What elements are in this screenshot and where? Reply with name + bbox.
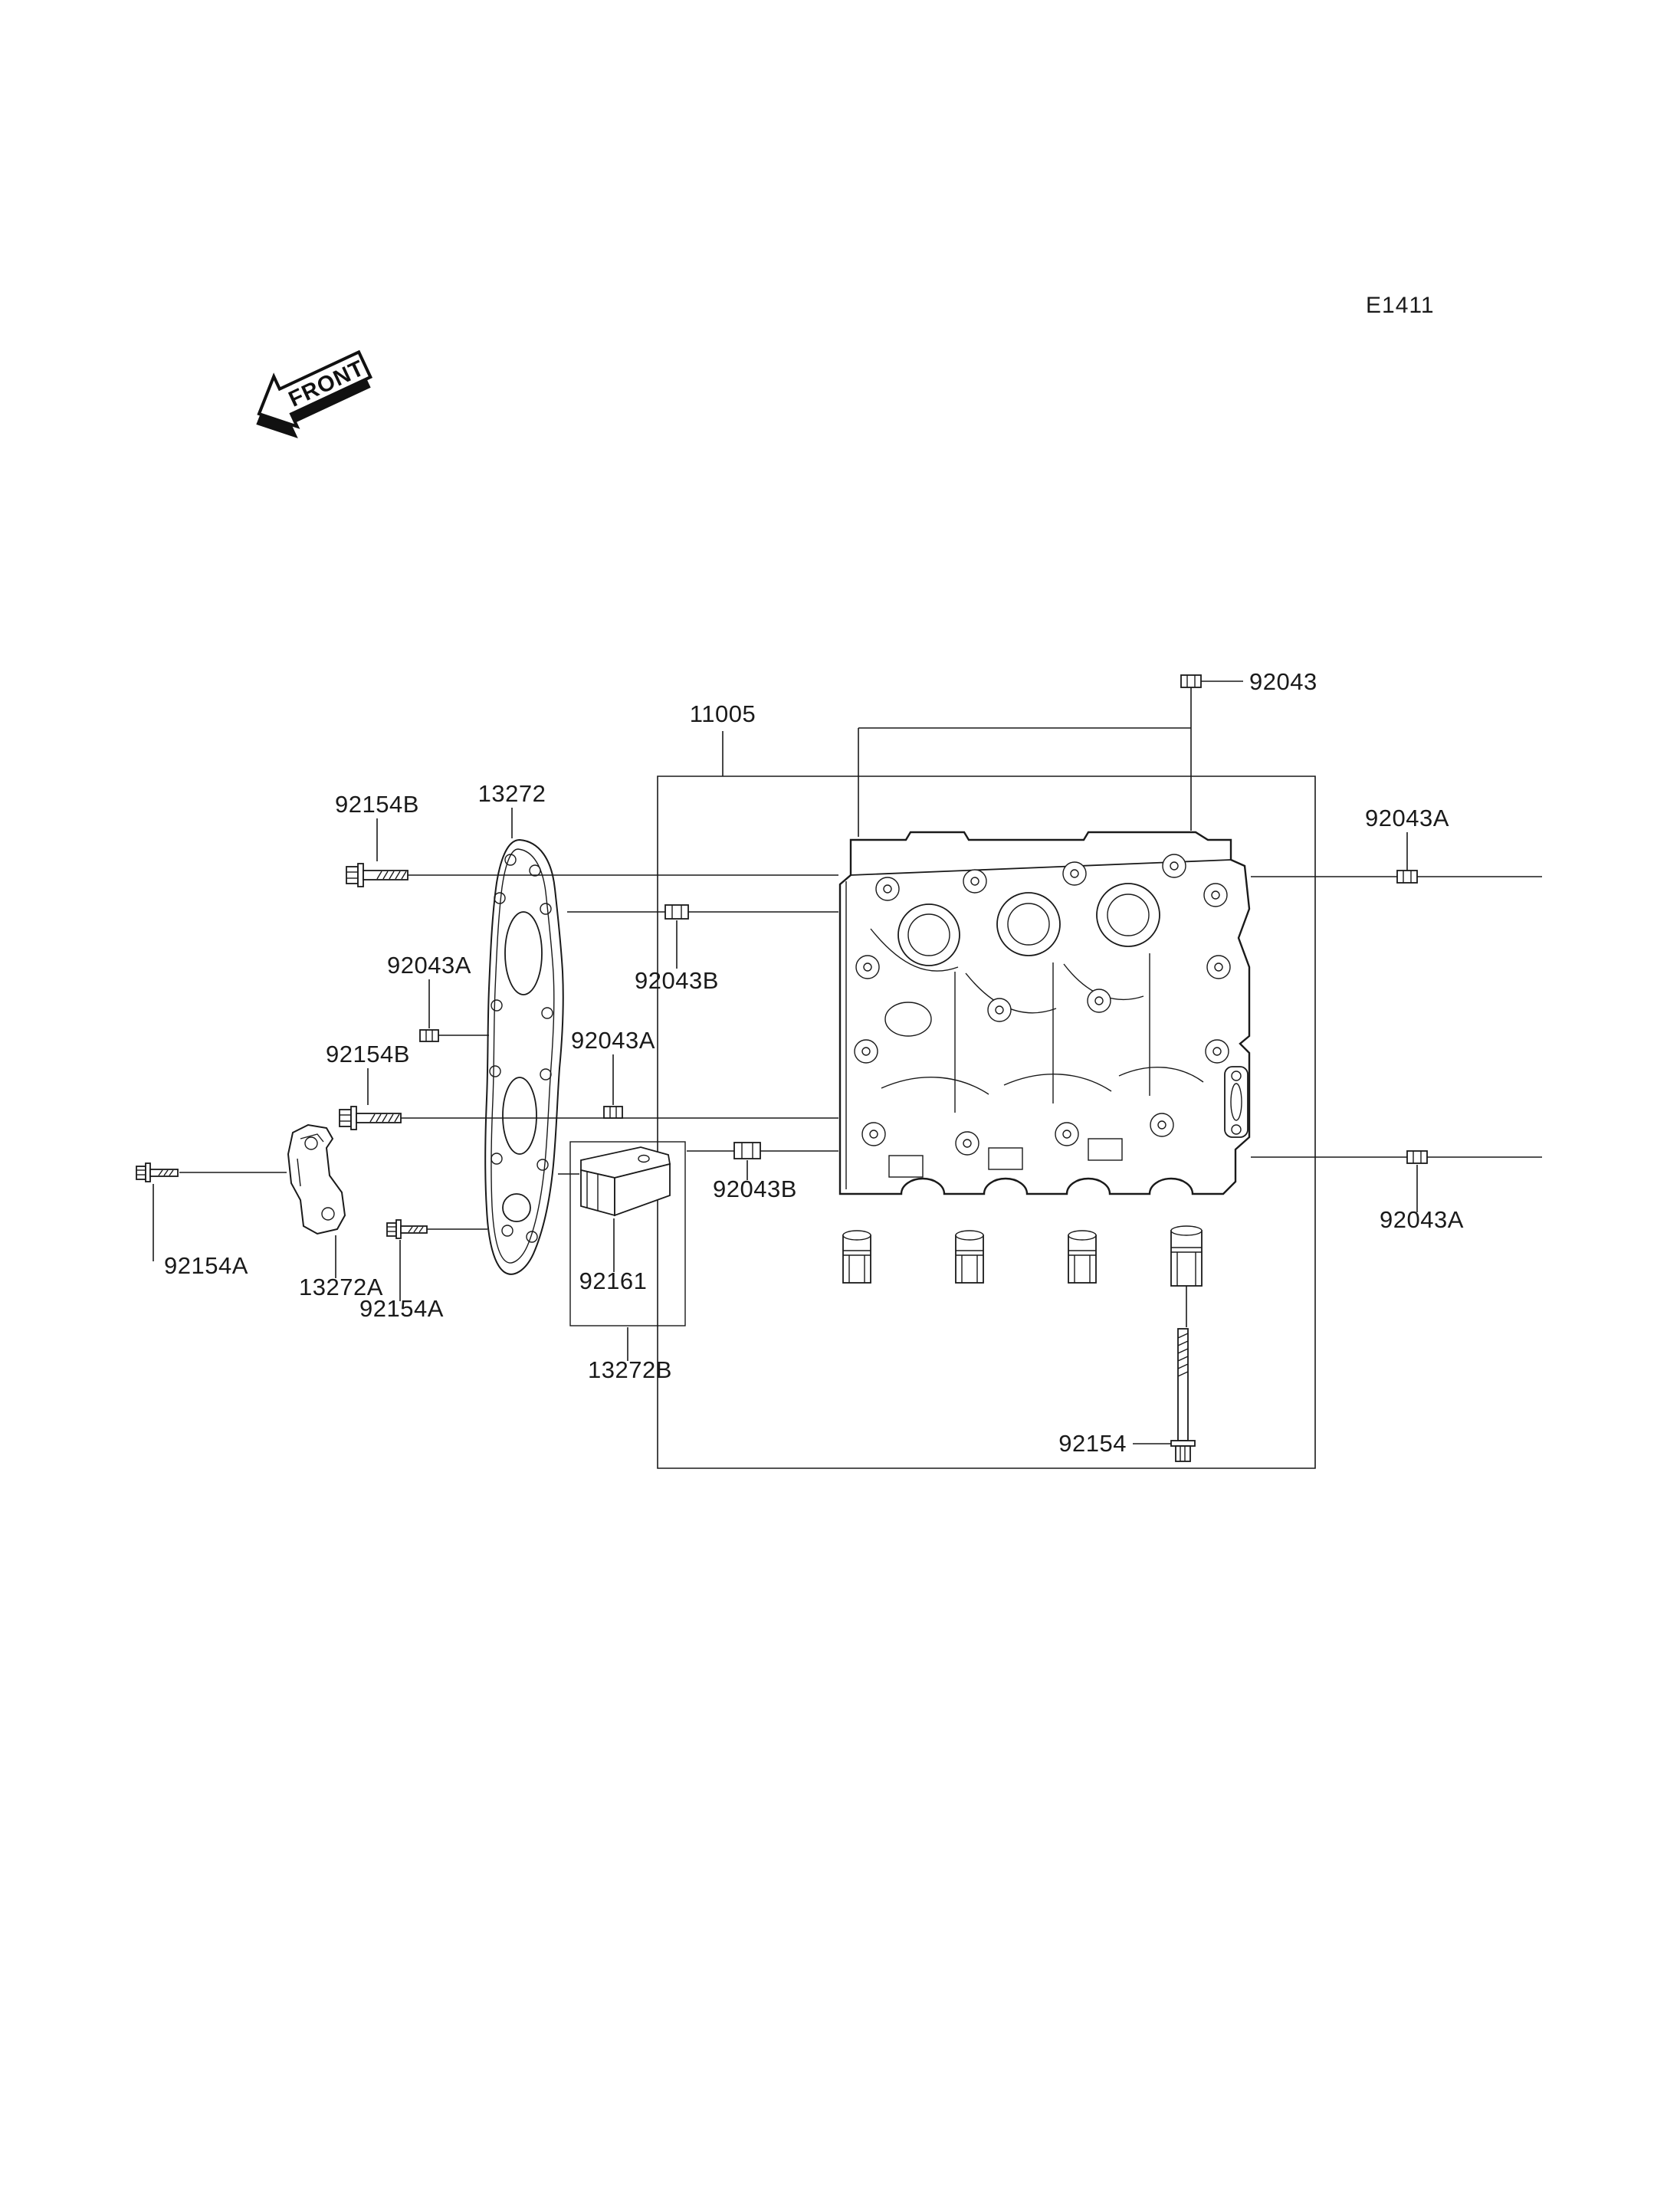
part-label-11005: 11005: [690, 700, 756, 727]
plate-92161-drawing: [569, 1141, 686, 1326]
dowel-sleeves: [842, 1225, 1203, 1287]
assembly-bracket-lines: [657, 680, 1316, 1469]
part-label-92043b-2: 92043B: [713, 1176, 797, 1202]
bracket-drawing: [287, 1123, 346, 1235]
part-label-92043a-1: 92043A: [1365, 805, 1449, 831]
front-arrow: FRONT: [256, 349, 373, 439]
pin-92043b-2: [733, 1142, 761, 1159]
part-label-92161: 92161: [579, 1267, 648, 1294]
part-label-92154a-2: 92154A: [359, 1295, 444, 1322]
pin-92043b-1: [664, 904, 689, 920]
part-label-92043a-2: 92043A: [387, 952, 471, 979]
diagram-code: E1411: [1366, 293, 1435, 318]
pin-92043a-3: [603, 1106, 623, 1119]
part-label-13272: 13272: [478, 780, 546, 807]
stud-bolt-92154: [1170, 1328, 1196, 1462]
part-label-13272b: 13272B: [588, 1356, 672, 1383]
bolt-92154b-1: [346, 863, 409, 887]
collar-pins: [419, 674, 1428, 1164]
part-label-92043b-1: 92043B: [635, 967, 719, 994]
part-label-92154a-1: 92154A: [164, 1252, 248, 1279]
pin-92043a-2: [419, 1029, 439, 1042]
leader-lines: [153, 808, 1542, 1444]
part-label-92154: 92154: [1058, 1430, 1127, 1457]
part-label-92043: 92043: [1249, 668, 1317, 695]
pin-92043a-4: [1406, 1150, 1428, 1164]
part-label-92043a-3: 92043A: [571, 1027, 655, 1054]
bolt-92154a-2: [386, 1219, 428, 1239]
part-label-92154b-2: 92154B: [326, 1041, 410, 1067]
gasket-drawing: [484, 838, 564, 1275]
pin-92043: [1180, 674, 1202, 688]
engine-block-drawing: [838, 831, 1251, 1287]
part-label-92154b-1: 92154B: [335, 791, 419, 818]
bolt-92154b-2: [339, 1106, 402, 1130]
bolt-92154a-1: [136, 1162, 179, 1182]
part-label-92043a-4: 92043A: [1380, 1206, 1464, 1233]
part-label-13272a: 13272A: [299, 1274, 383, 1300]
pin-92043a-1: [1396, 870, 1418, 884]
